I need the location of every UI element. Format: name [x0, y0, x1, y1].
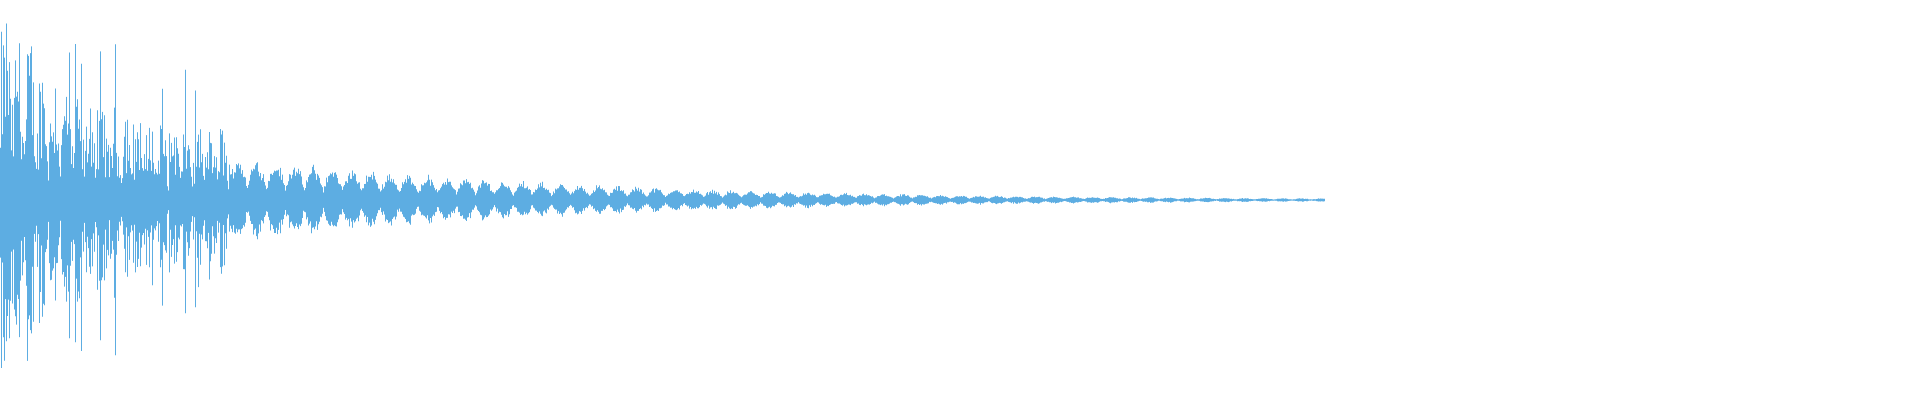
- waveform-bars: [0, 23, 1325, 368]
- waveform-trace: [0, 23, 1325, 368]
